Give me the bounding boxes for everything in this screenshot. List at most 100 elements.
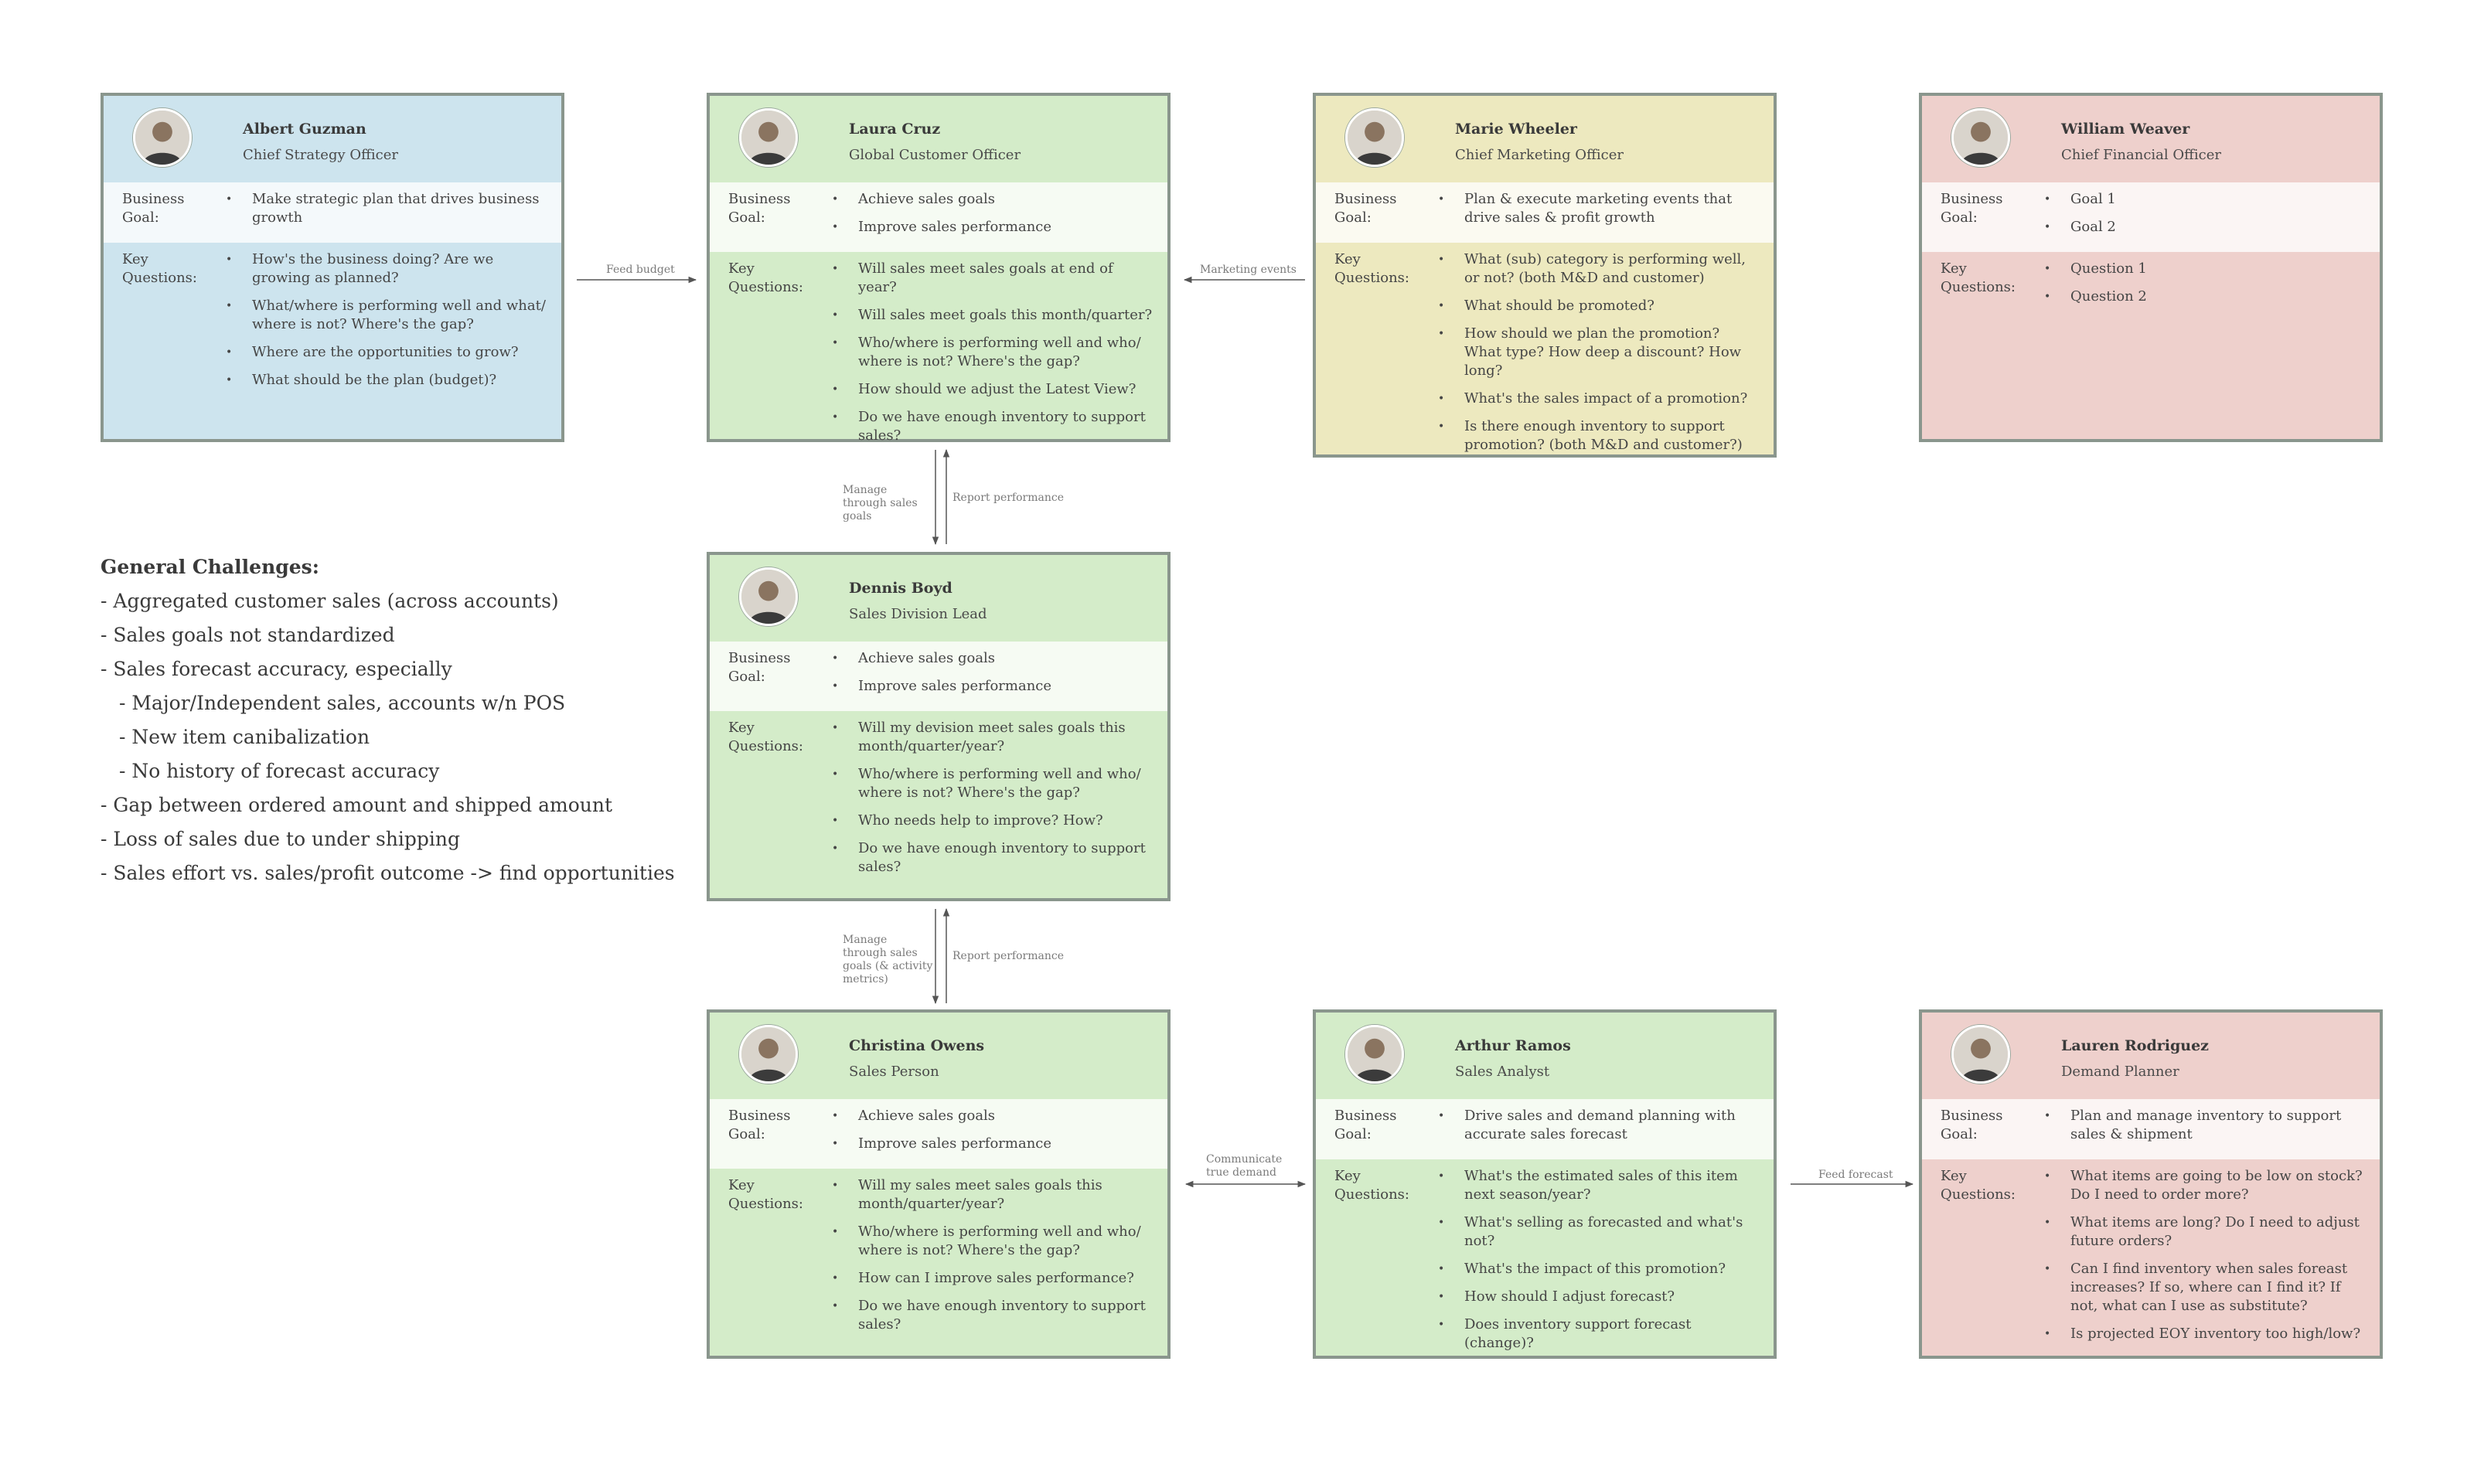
marketing-events-label: Marketing events <box>1200 264 1297 276</box>
question-item: How can I improve sales performance? <box>832 1269 1154 1288</box>
question-item: Do we have enough inventory to support s… <box>832 839 1154 876</box>
challenge-item: - Sales effort vs. sales/profit outcome … <box>101 862 675 884</box>
business-goal-row: Business Goal: Plan and manage inventory … <box>1922 1099 2380 1159</box>
question-item: Is projected EOY inventory too high/low? <box>2044 1325 2366 1343</box>
report-performance-label-2: Report performance <box>952 950 1064 962</box>
business-goal-label: Business Goal: <box>728 650 791 685</box>
challenge-item: - New item canibalization <box>119 726 370 748</box>
question-item: How should we plan the promotion? What t… <box>1438 325 1760 380</box>
person-name: Laura Cruz <box>849 121 941 138</box>
question-item: Will my devision meet sales goals this m… <box>832 719 1154 756</box>
key-questions-label: Key Questions: <box>728 720 803 754</box>
person-name: Christina Owens <box>849 1037 985 1054</box>
goal-item: Achieve sales goals <box>832 1107 1154 1125</box>
person-avatar-icon <box>133 108 192 167</box>
question-item: Does inventory support forecast (change)… <box>1438 1316 1760 1353</box>
goal-item: Goal 2 <box>2044 218 2366 237</box>
question-item: Will sales meet goals this month/quarter… <box>832 306 1154 325</box>
question-item: What (sub) category is performing well, … <box>1438 250 1760 288</box>
question-item: What's the sales impact of a promotion? <box>1438 390 1760 408</box>
business-goal-row: Business Goal:Drive sales and demand pla… <box>1316 1099 1774 1159</box>
question-item: Is there enough inventory to support pro… <box>1438 417 1760 454</box>
goal-item: Goal 1 <box>2044 190 2366 209</box>
key-questions-label: Key Questions: <box>1334 1168 1409 1203</box>
question-item: Who needs help to improve? How? <box>832 812 1154 830</box>
question-item: What should be promoted? <box>1438 297 1760 315</box>
question-item: Do we have enough inventory to support s… <box>832 1297 1154 1334</box>
question-item: What items are going to be low on stock?… <box>2044 1167 2366 1204</box>
challenge-item: - Gap between ordered amount and shipped… <box>101 794 612 816</box>
key-questions-row: Key Questions: Will sales meet sales goal… <box>710 252 1167 461</box>
key-questions-label: Key Questions: <box>728 260 803 295</box>
person-name: Lauren Rodriguez <box>2061 1037 2209 1054</box>
question-item: Question 1 <box>2044 260 2366 278</box>
business-goal-row: Business Goal:Achieve sales goalsImprove… <box>710 1099 1167 1169</box>
business-goal-row: Business Goal: Plan & execute marketing e… <box>1316 182 1774 243</box>
question-item: Who/where is performing well and who/ wh… <box>832 765 1154 802</box>
challenge-item: - No history of forecast accuracy <box>119 760 440 782</box>
manage-goals-label-1: Manage through sales goals <box>843 484 918 522</box>
business-goal-label: Business Goal: <box>728 1108 791 1142</box>
question-item: How's the business doing? Are we growing… <box>226 250 547 288</box>
key-questions-row: Key Questions: What (sub) category is per… <box>1316 243 1774 470</box>
goal-item: Improve sales performance <box>832 677 1154 696</box>
challenge-item: - Loss of sales due to under shipping <box>101 828 461 850</box>
question-item: How should I adjust forecast? <box>1438 1288 1760 1306</box>
person-name: Albert Guzman <box>243 121 366 138</box>
key-questions-row: Key Questions:What items are going to be… <box>1922 1159 2380 1359</box>
person-avatar-icon <box>739 1025 798 1084</box>
challenge-item: - Aggregated customer sales (across acco… <box>101 590 559 612</box>
goal-item: Drive sales and demand planning with acc… <box>1438 1107 1760 1144</box>
key-questions-label: Key Questions: <box>728 1177 803 1212</box>
goal-item: Plan and manage inventory to support sal… <box>2044 1107 2366 1144</box>
person-avatar-icon <box>739 108 798 167</box>
person-name: William Weaver <box>2061 121 2190 138</box>
person-role: Chief Strategy Officer <box>243 147 398 163</box>
business-goal-label: Business Goal: <box>1334 191 1397 226</box>
goal-item: Achieve sales goals <box>832 190 1154 209</box>
question-item: Question 2 <box>2044 288 2366 306</box>
goal-item: Plan & execute marketing events that dri… <box>1438 190 1760 227</box>
challenges-title: General Challenges: <box>101 556 319 578</box>
feed-budget-label: Feed budget <box>606 264 675 276</box>
question-item: Where are the opportunities to grow? <box>226 343 547 362</box>
question-item: Who/where is performing well and who/ wh… <box>832 1223 1154 1260</box>
report-performance-label-1: Report performance <box>952 492 1064 504</box>
business-goal-label: Business Goal: <box>122 191 185 226</box>
business-goal-label: Business Goal: <box>728 191 791 226</box>
person-role: Demand Planner <box>2061 1064 2179 1080</box>
person-role: Chief Marketing Officer <box>1455 147 1624 163</box>
person-role: Global Customer Officer <box>849 147 1021 163</box>
question-item: What/where is performing well and what/ … <box>226 297 547 334</box>
business-goal-label: Business Goal: <box>1941 1108 2003 1142</box>
business-goal-label: Business Goal: <box>1941 191 2003 226</box>
person-role: Sales Person <box>849 1064 939 1080</box>
goal-item: Improve sales performance <box>832 218 1154 237</box>
question-item: What should be the plan (budget)? <box>226 371 547 390</box>
question-item: What items are long? Do I need to adjust… <box>2044 1213 2366 1251</box>
goal-item: Make strategic plan that drives business… <box>226 190 547 227</box>
key-questions-label: Key Questions: <box>122 251 197 286</box>
business-goal-row: Business Goal: Make strategic plan that d… <box>104 182 561 243</box>
key-questions-row: Key Questions:Question 1Question 2 <box>1922 252 2380 322</box>
communicate-demand-label: Communicate true demand <box>1206 1153 1283 1179</box>
question-item: Will sales meet sales goals at end of ye… <box>832 260 1154 297</box>
key-questions-label: Key Questions: <box>1334 251 1409 286</box>
business-goal-row: Business Goal: Achieve sales goalsImprove… <box>710 642 1167 711</box>
question-item: Will my sales meet sales goals this mont… <box>832 1176 1154 1213</box>
person-name: Arthur Ramos <box>1455 1037 1571 1054</box>
goal-item: Achieve sales goals <box>832 649 1154 668</box>
challenge-item: - Sales forecast accuracy, especially <box>101 658 452 680</box>
challenge-item: - Sales goals not standardized <box>101 624 395 646</box>
person-name: Dennis Boyd <box>849 580 952 597</box>
question-item: Do we have enough inventory to support s… <box>832 408 1154 445</box>
